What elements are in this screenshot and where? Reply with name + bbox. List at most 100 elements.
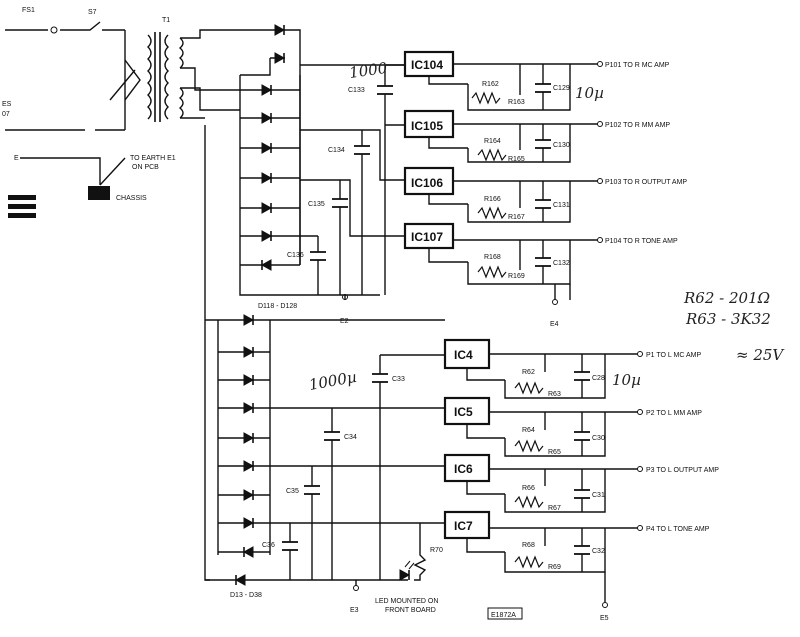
chassis-label: CHASSIS bbox=[116, 195, 147, 202]
led-note-1: LED MOUNTED ON bbox=[375, 598, 438, 605]
cap-c135: C135 bbox=[308, 201, 325, 208]
cap-c133: C133 bbox=[348, 87, 365, 94]
diode-icon bbox=[243, 517, 255, 529]
res-r66: R66 bbox=[522, 485, 535, 492]
handwritten-cap-value: 1000 bbox=[348, 59, 389, 82]
diode-icon bbox=[261, 142, 273, 154]
earth-symbol-icon bbox=[8, 195, 36, 218]
diode-icon bbox=[243, 346, 255, 358]
handwritten-left-cap: 1000µ bbox=[308, 368, 358, 394]
diode-icon bbox=[243, 432, 255, 444]
led-note-2: FRONT BOARD bbox=[385, 607, 436, 614]
diode-icon bbox=[242, 546, 254, 558]
res-r164: R164 bbox=[484, 138, 501, 145]
led-icon bbox=[399, 560, 415, 581]
cap-c34: C34 bbox=[344, 434, 357, 441]
earth-e-label: E bbox=[14, 155, 19, 162]
res-r64: R64 bbox=[522, 427, 535, 434]
diode-icon bbox=[243, 489, 255, 501]
ic4-label: IC4 bbox=[454, 348, 473, 362]
diode-icon bbox=[261, 112, 273, 124]
ic106-label: IC106 bbox=[411, 176, 443, 190]
fuse-label: FS1 bbox=[22, 7, 35, 14]
regulator-ic107 bbox=[403, 222, 455, 250]
right-diodes-label: D118 - D128 bbox=[258, 303, 297, 310]
handwritten-note-r62: R62 - 201Ω bbox=[683, 289, 770, 307]
regulator-ic6 bbox=[443, 453, 491, 483]
ic105-label: IC105 bbox=[411, 119, 443, 133]
regulator-ic5 bbox=[443, 396, 491, 426]
earth-e5: E5 bbox=[600, 615, 609, 622]
mains-label-b: 07 bbox=[2, 111, 10, 118]
out-p4: P4 TO L TONE AMP bbox=[646, 526, 710, 533]
res-r162: R162 bbox=[482, 81, 499, 88]
left-smoothing-caps: C33 C34 C35 C36 E3 bbox=[262, 355, 405, 614]
cap-c35: C35 bbox=[286, 488, 299, 495]
transformer-windings bbox=[147, 32, 184, 122]
cap-c33: C33 bbox=[392, 376, 405, 383]
ic107-label: IC107 bbox=[411, 230, 443, 244]
cap-c129: C129 bbox=[553, 85, 570, 92]
diode-icon bbox=[234, 574, 246, 586]
led-indicator: R70 LED MOUNTED ON FRONT BOARD bbox=[375, 523, 443, 614]
out-p104: P104 TO R TONE AMP bbox=[605, 238, 678, 245]
ic104-label: IC104 bbox=[411, 58, 443, 72]
drawing-reference: E1872A bbox=[487, 607, 523, 620]
drawing-number: E1872A bbox=[491, 612, 516, 619]
diode-icon bbox=[243, 314, 255, 326]
regulator-ic7 bbox=[443, 510, 491, 540]
handwritten-out-cap: 10µ bbox=[575, 84, 604, 102]
res-r69: R69 bbox=[548, 564, 561, 571]
mains-label-a: ES bbox=[2, 101, 12, 108]
chassis-earth: TO EARTH E1 ON PCB E CHASSIS bbox=[8, 155, 176, 218]
cap-c131: C131 bbox=[553, 202, 570, 209]
regulator-ic106 bbox=[403, 166, 455, 196]
diode-icon bbox=[261, 202, 273, 214]
cap-c30: C30 bbox=[592, 435, 605, 442]
earth-e4: E4 bbox=[550, 321, 559, 328]
res-r169: R169 bbox=[508, 273, 525, 280]
out-p2: P2 TO L MM AMP bbox=[646, 410, 702, 417]
right-smoothing-caps: C133 C134 C135 C136 E2 bbox=[287, 65, 393, 325]
earth-note-1: TO EARTH E1 bbox=[130, 155, 176, 162]
cap-c32: C32 bbox=[592, 548, 605, 555]
diode-icon bbox=[261, 172, 273, 184]
res-r68: R68 bbox=[522, 542, 535, 549]
transformer-label: T1 bbox=[162, 17, 170, 24]
handwritten-note-voltage: ≈ 25V bbox=[736, 346, 785, 364]
res-r163: R163 bbox=[508, 99, 525, 106]
res-r168: R168 bbox=[484, 254, 501, 261]
cap-c36: C36 bbox=[262, 542, 275, 549]
ic5-label: IC5 bbox=[454, 405, 473, 419]
earth-e2: E2 bbox=[340, 318, 349, 325]
out-p102: P102 TO R MM AMP bbox=[605, 122, 670, 129]
cap-c132: C132 bbox=[553, 260, 570, 267]
res-r65: R65 bbox=[548, 449, 561, 456]
ic6-label: IC6 bbox=[454, 462, 473, 476]
earth-note-2: ON PCB bbox=[132, 164, 159, 171]
switch-label: S7 bbox=[88, 9, 97, 16]
cap-c130: C130 bbox=[553, 142, 570, 149]
cap-c136: C136 bbox=[287, 252, 304, 259]
regulator-ic4 bbox=[443, 338, 491, 370]
res-r70: R70 bbox=[430, 547, 443, 554]
diode-icon bbox=[243, 460, 255, 472]
handwritten-note-r63: R63 - 3K32 bbox=[685, 310, 771, 328]
res-r67: R67 bbox=[548, 505, 561, 512]
left-diodes-label: D13 - D38 bbox=[230, 592, 262, 599]
diode-icon bbox=[260, 259, 272, 271]
out-p1: P1 TO L MC AMP bbox=[646, 352, 701, 359]
cap-c134: C134 bbox=[328, 147, 345, 154]
diode-icon bbox=[261, 84, 273, 96]
handwritten-left-out-cap: 10µ bbox=[612, 371, 641, 389]
res-r62: R62 bbox=[522, 369, 535, 376]
diode-icon bbox=[243, 374, 255, 386]
fuse-symbol bbox=[50, 26, 58, 34]
right-regulators: IC104 IC105 IC106 IC107 R162 R163 R164 R… bbox=[340, 50, 687, 328]
out-p101: P101 TO R MC AMP bbox=[605, 62, 670, 69]
res-r63: R63 bbox=[548, 391, 561, 398]
mains-input: FS1 S7 T1 ES 07 bbox=[2, 7, 270, 131]
out-p103: P103 TO R OUTPUT AMP bbox=[605, 179, 687, 186]
regulator-ic105 bbox=[403, 109, 455, 139]
